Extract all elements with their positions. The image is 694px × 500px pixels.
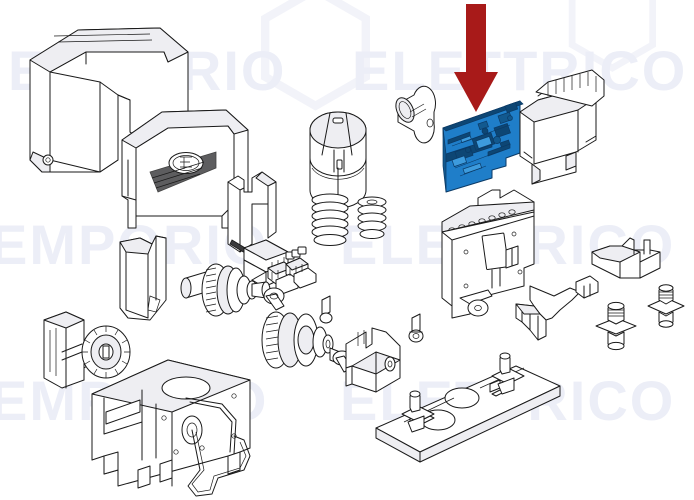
red-down-arrow-icon	[454, 4, 498, 112]
part-foundation-base-plate	[375, 352, 561, 463]
part-release-lever-cover	[345, 327, 401, 393]
part-transformer	[519, 69, 605, 185]
part-contact-arm	[591, 237, 661, 279]
part-terminal-connectors	[267, 257, 317, 295]
part-gear-shroud-upper	[119, 235, 167, 321]
part-mounting-bracket	[227, 171, 277, 253]
part-electric-motor	[309, 111, 387, 246]
part-control-board-pcb	[442, 100, 524, 193]
part-chassis-plate	[441, 189, 535, 319]
part-pinion-gear	[81, 325, 131, 379]
part-release-lock-cylinder	[319, 295, 424, 343]
part-gasket-frame	[187, 429, 251, 497]
part-gear-assembly-lower	[261, 311, 353, 373]
part-front-panel-with-logo	[121, 109, 249, 229]
part-gearbox-housing	[91, 359, 251, 489]
part-gear-assembly-upper	[180, 263, 285, 317]
part-screw-set	[595, 284, 685, 351]
part-contact-block	[515, 275, 599, 341]
part-capacitor	[395, 85, 436, 144]
